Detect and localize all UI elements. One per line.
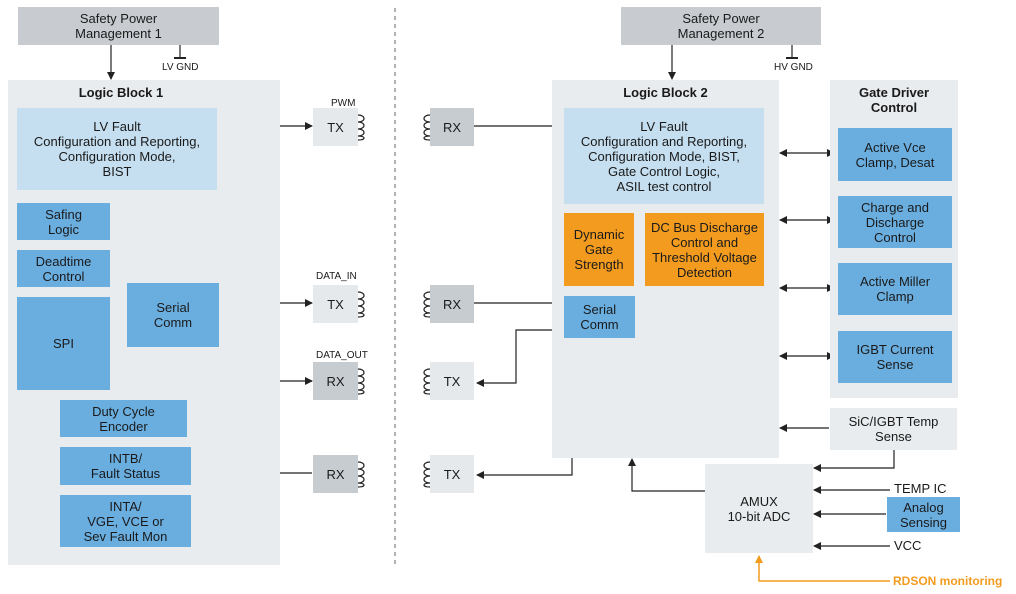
rdson-arrow bbox=[755, 555, 890, 582]
safety-power-management-2: Safety Power Management 2 bbox=[621, 7, 821, 45]
spi: SPI bbox=[17, 297, 110, 390]
analog-sensing: Analog Sensing bbox=[887, 497, 960, 532]
tx-pwm: TX bbox=[313, 108, 358, 146]
coil-icon bbox=[358, 461, 365, 488]
dynamic-gate-strength: Dynamic Gate Strength bbox=[564, 213, 634, 286]
duty-cycle-encoder: Duty Cycle Encoder bbox=[60, 400, 187, 437]
vcc-label: VCC bbox=[894, 538, 922, 553]
intb-fault-status: INTB/ Fault Status bbox=[60, 447, 191, 485]
coil-icon bbox=[423, 291, 430, 318]
gate-driver-control-title: Gate Driver Control bbox=[858, 85, 930, 115]
active-miller-clamp: Active Miller Clamp bbox=[838, 263, 952, 315]
data-in-label: DATA_IN bbox=[316, 271, 357, 282]
lv-gnd-label: LV GND bbox=[162, 62, 199, 73]
tx-fault-right: TX bbox=[430, 455, 474, 493]
coil-icon bbox=[423, 114, 430, 141]
coil-icon bbox=[423, 461, 430, 488]
logic-block-1-title: Logic Block 1 bbox=[78, 85, 164, 100]
coil-icon bbox=[423, 368, 430, 395]
coil-icon bbox=[358, 291, 365, 318]
safety-power-management-1: Safety Power Management 1 bbox=[18, 7, 219, 45]
igbt-current-sense: IGBT Current Sense bbox=[838, 331, 952, 383]
rdson-monitoring-label: RDSON monitoring bbox=[893, 574, 1003, 588]
serial-comm-2: Serial Comm bbox=[564, 296, 635, 338]
lv-fault-1: LV Fault Configuration and Reporting, Co… bbox=[17, 108, 217, 190]
charge-discharge-control: Charge and Discharge Control bbox=[838, 196, 952, 248]
rx-fault-left: RX bbox=[313, 455, 358, 493]
serial2-to-tx bbox=[476, 329, 564, 387]
pwm-label: PWM bbox=[331, 98, 356, 109]
deadtime-control: Deadtime Control bbox=[17, 250, 110, 287]
sic-igbt-temp-sense: SiC/IGBT Temp Sense bbox=[830, 408, 957, 450]
dc-bus-discharge: DC Bus Discharge Control and Threshold V… bbox=[645, 213, 764, 286]
rx-data-out: RX bbox=[313, 362, 358, 400]
coil-icon bbox=[358, 114, 365, 141]
temp-sense-to-amux bbox=[813, 450, 895, 472]
tx-data-in: TX bbox=[313, 285, 358, 323]
logic2-to-tx bbox=[476, 458, 573, 479]
data-out-label: DATA_OUT bbox=[316, 350, 368, 361]
logic-block-2-title: Logic Block 2 bbox=[623, 85, 708, 100]
inta-fault-mon: INTA/ VGE, VCE or Sev Fault Mon bbox=[60, 495, 191, 547]
serial-comm-1: Serial Comm bbox=[127, 283, 219, 347]
temp-ic-label: TEMP IC bbox=[894, 481, 947, 496]
rx-pwm-right: RX bbox=[430, 108, 474, 146]
lv-fault-2: LV Fault Configuration and Reporting, Co… bbox=[564, 108, 764, 204]
hv-gnd-label: HV GND bbox=[774, 62, 813, 73]
coil-icon bbox=[358, 368, 365, 395]
active-vce-clamp: Active Vce Clamp, Desat bbox=[838, 128, 952, 181]
amux-to-logic2 bbox=[628, 458, 705, 492]
amux-adc: AMUX 10-bit ADC bbox=[705, 464, 813, 553]
tx-data-out-right: TX bbox=[430, 362, 474, 400]
safing-logic: Safing Logic bbox=[17, 203, 110, 240]
rx-data-in-right: RX bbox=[430, 285, 474, 323]
